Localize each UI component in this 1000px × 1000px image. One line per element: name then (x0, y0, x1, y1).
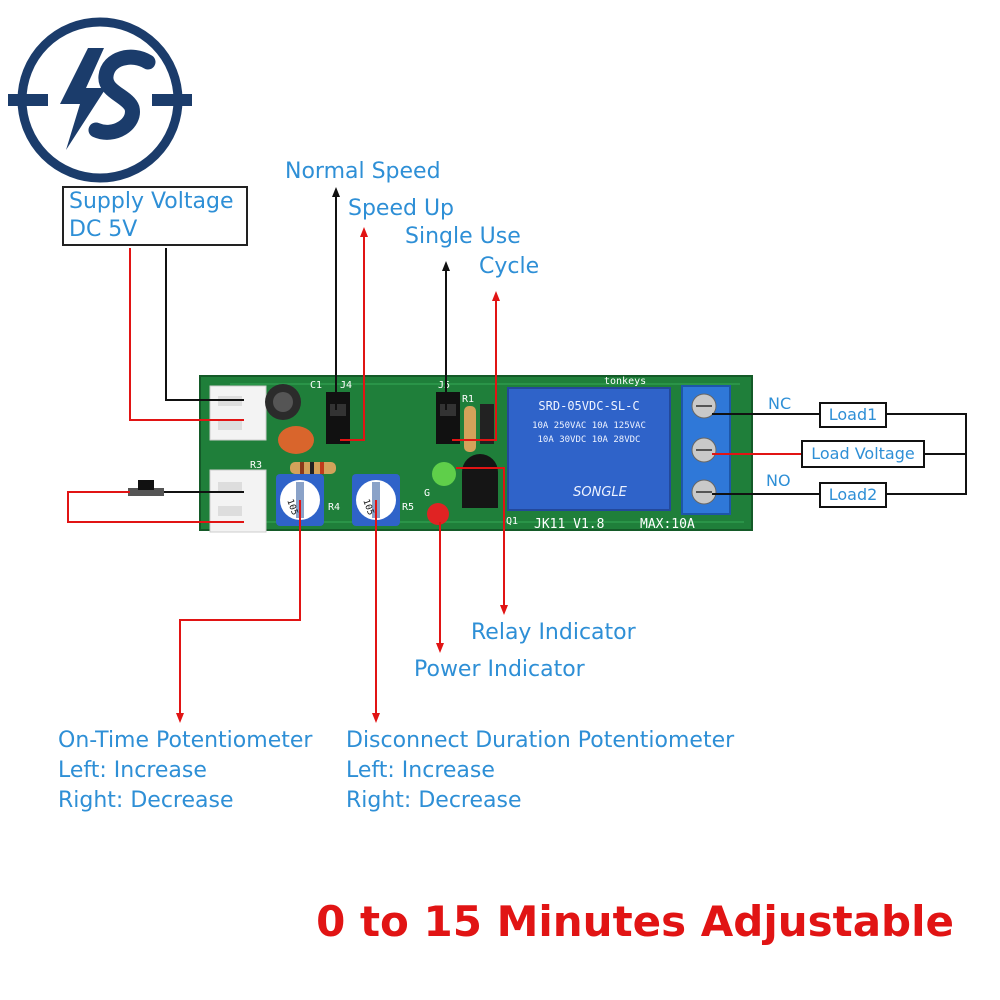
supply-voltage-box: Supply Voltage DC 5V (62, 186, 248, 246)
relay-indicator-label: Relay Indicator (471, 620, 636, 645)
jumper-j4 (326, 392, 350, 444)
relay-component: SRD-05VDC-SL-C 10A 250VAC 10A 125VAC 10A… (507, 387, 671, 511)
brand-logo-icon (8, 17, 192, 183)
nc-label: NC (768, 394, 792, 413)
pcb-ref-c1: C1 (310, 380, 322, 391)
trigger-push-button-icon (128, 480, 164, 496)
relay-spec-line2: 10A 30VDC 10A 28VDC (538, 435, 641, 445)
normal-speed-label: Normal Speed (285, 159, 441, 184)
ceramic-capacitor (278, 426, 314, 454)
pcb-ref-r4: R4 (328, 502, 340, 513)
on-time-pot-left: Left: Increase (58, 758, 207, 783)
disconnect-pot-title: Disconnect Duration Potentiometer (346, 728, 735, 753)
relay-terminal-block (681, 385, 731, 515)
diode (480, 404, 494, 444)
relay-module-board: SRD-05VDC-SL-C 10A 250VAC 10A 125VAC 10A… (199, 375, 753, 533)
pcb-model-text: JK11 V1.8 (534, 517, 604, 532)
on-time-pot-arrow (176, 500, 301, 723)
cycle-arrow (452, 291, 500, 441)
pcb-ref-q1: Q1 (506, 516, 518, 527)
load1-box (819, 402, 887, 428)
single-use-label: Single Use (405, 224, 521, 249)
supply-dc-label: DC 5V (69, 217, 138, 242)
load1-label: Load1 (828, 405, 878, 424)
power-indicator-led (427, 503, 449, 525)
speed-up-arrow (340, 227, 368, 441)
pcb-ref-r3: R3 (250, 460, 262, 471)
headline-text: 0 to 15 Minutes Adjustable (316, 897, 954, 946)
supply-positive-wire (129, 248, 244, 421)
pcb-ref-r1: R1 (462, 394, 474, 405)
speed-up-label: Speed Up (348, 196, 455, 221)
disconnect-pot-right: Right: Decrease (346, 788, 522, 813)
supply-ground-wire (165, 248, 244, 401)
relay-indicator-led (432, 462, 456, 486)
pcb-ref-j4: J4 (340, 380, 352, 391)
load2-label: Load2 (828, 485, 878, 504)
pcb-brand-text: tonkeys (604, 376, 646, 387)
on-time-pot-title: On-Time Potentiometer (58, 728, 313, 753)
on-time-pot-right: Right: Decrease (58, 788, 234, 813)
disconnect-pot-left: Left: Increase (346, 758, 495, 783)
supply-voltage-label: Supply Voltage (69, 189, 234, 214)
pcb-ref-g: G (424, 488, 430, 499)
relay-model-text: SRD-05VDC-SL-C (538, 399, 639, 413)
resistor-r1 (464, 406, 476, 452)
jumper-j5 (436, 392, 460, 444)
load2-box (819, 482, 887, 508)
relay-brand-text: SONGLE (573, 485, 628, 500)
power-indicator-label: Power Indicator (414, 657, 585, 682)
relay-indicator-arrow (456, 467, 508, 615)
load-voltage-label: Load Voltage (811, 444, 915, 463)
load-voltage-box (801, 440, 925, 468)
supply-connector (209, 385, 267, 441)
trigger-wire-red (67, 491, 244, 523)
pcb-rating-text: MAX:10A (640, 517, 695, 532)
relay-spec-line1: 10A 250VAC 10A 125VAC (532, 421, 646, 431)
no-label: NO (766, 471, 791, 490)
pcb-ref-r5: R5 (402, 502, 414, 513)
transistor-q1 (462, 454, 498, 508)
cycle-label: Cycle (479, 254, 540, 279)
pcb-ref-j5: J5 (438, 380, 450, 391)
